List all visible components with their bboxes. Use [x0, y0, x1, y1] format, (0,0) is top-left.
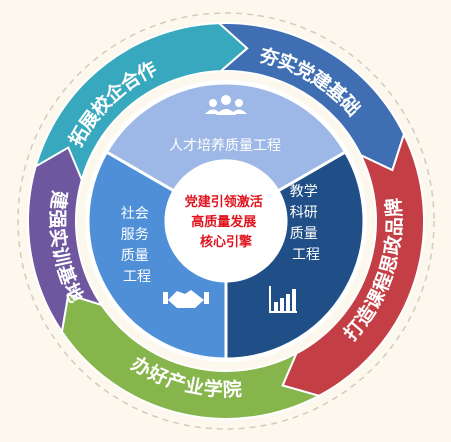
outer-ring [27, 22, 425, 420]
outer-segment-training-base [27, 146, 105, 335]
core-circle [169, 164, 283, 278]
core-text: 党建引领激活 高质量发展 核心引擎 [185, 194, 268, 250]
inner-label-service: 社会 服务 质量 工程 [121, 206, 153, 285]
inner-segment-talent [104, 81, 348, 194]
bar-chart-icon [269, 286, 297, 313]
dashed-outer-circle [17, 12, 435, 430]
inner-label-talent: 人才培养质量工程 [169, 138, 281, 154]
inner-segment-teaching [224, 149, 366, 361]
handshake-icon [163, 290, 209, 308]
inner-ring-labels: 人才培养质量工程 教学 科研 质量 工程 社会 服务 质量 工程 [121, 138, 322, 285]
people-icon [205, 95, 247, 115]
inner-label-teaching: 教学 科研 质量 工程 [290, 184, 322, 263]
